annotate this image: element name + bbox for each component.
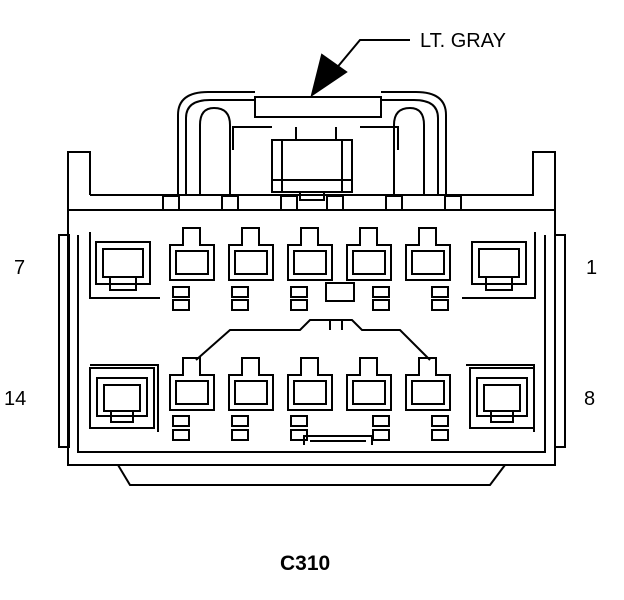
center-key: [195, 319, 431, 361]
right-latch-hook: [381, 91, 447, 195]
pin-number-7-label: 7: [14, 257, 26, 279]
pin-number-8-label: 8: [584, 388, 596, 410]
locking-tab: [232, 96, 399, 201]
connector-housing: [58, 151, 566, 486]
bottom-row-frame: [90, 364, 535, 432]
top-row-frame: [89, 232, 536, 299]
pin-number-1-label: 1: [586, 257, 598, 279]
color-callout-arrow: [310, 39, 410, 98]
pin-number-14-label: 14: [4, 388, 27, 410]
left-latch-hook: [177, 91, 255, 195]
connector-id-label: C310: [280, 552, 331, 575]
top-terminal-row: [95, 227, 527, 311]
bottom-terminal-row: [89, 357, 535, 445]
color-label: LT. GRAY: [420, 30, 506, 52]
